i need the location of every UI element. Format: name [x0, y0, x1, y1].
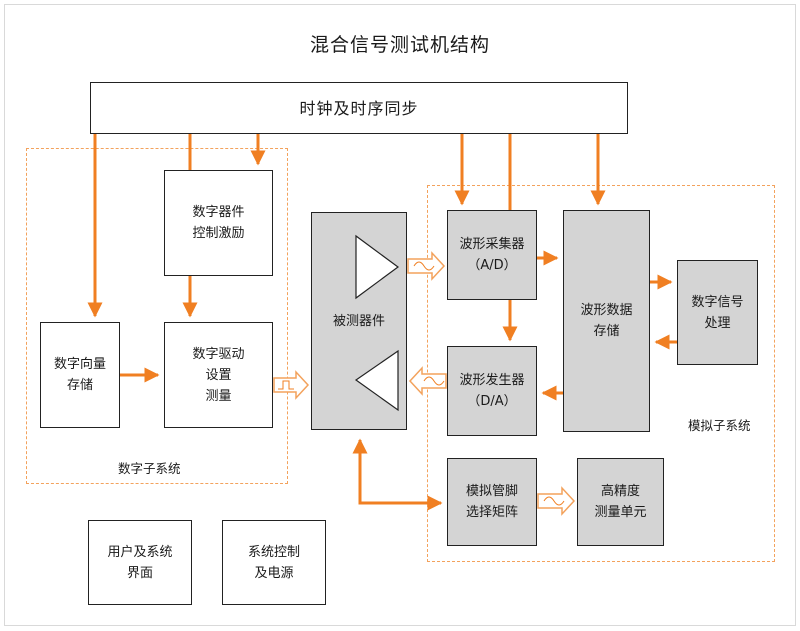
waveform-capture-block: 波形采集器 （A/D） — [447, 210, 537, 300]
diagram-frame — [4, 4, 796, 626]
waveform-storage-block: 波形数据 存储 — [563, 210, 650, 432]
sine-wave-icon-matrix — [543, 496, 565, 506]
digital-subsystem-region — [26, 148, 288, 484]
analog-pin-matrix-block: 模拟管脚 选择矩阵 — [447, 458, 537, 546]
sine-wave-icon-capture — [413, 261, 435, 271]
diagram-title: 混合信号测试机结构 — [309, 34, 490, 56]
system-control-power-block: 系统控制 及电源 — [222, 520, 326, 605]
hollow-arrow-generator-to-dut — [408, 366, 447, 396]
dut-output-triangle-icon — [355, 234, 400, 300]
digital-stimulus-block: 数字器件 控制激励 — [164, 170, 273, 276]
hollow-arrow-matrix-to-pmu — [537, 486, 576, 516]
analog-subsystem-label: 模拟子系统 — [688, 418, 751, 433]
digital-driver-block: 数字驱动 设置 测量 — [164, 322, 273, 428]
dsp-block: 数字信号 处理 — [677, 260, 758, 365]
waveform-generator-block: 波形发生器 （D/A） — [447, 346, 537, 436]
hollow-arrow-dut-to-capture — [407, 251, 446, 281]
hollow-arrow-driver-to-dut — [273, 370, 310, 400]
square-wave-icon — [278, 380, 294, 390]
dut-input-triangle-icon — [354, 349, 399, 412]
sine-wave-icon-generator — [423, 376, 445, 386]
precision-measurement-unit-block: 高精度 测量单元 — [577, 458, 664, 546]
clock-sync-block: 时钟及时序同步 — [90, 82, 628, 134]
arrow-dut-matrix-bidirectional — [352, 438, 443, 511]
digital-subsystem-label: 数字子系统 — [118, 461, 181, 476]
digital-vector-storage-block: 数字向量 存储 — [40, 322, 120, 428]
user-interface-block: 用户及系统 界面 — [88, 520, 192, 605]
